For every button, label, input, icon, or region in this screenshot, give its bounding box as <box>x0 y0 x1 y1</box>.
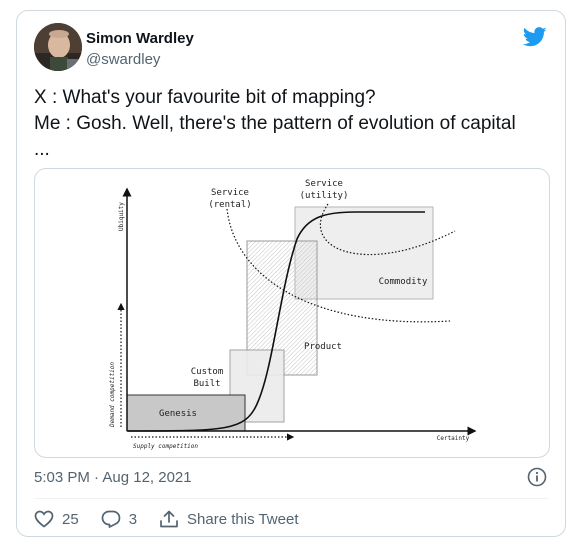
service-rental-label-2: (rental) <box>208 200 251 210</box>
info-icon[interactable] <box>527 467 547 487</box>
tweet-card: Simon Wardley @swardley X : What's your … <box>16 10 566 537</box>
y-axis-demand-label: Demand competition <box>109 362 116 428</box>
genesis-label: Genesis <box>159 409 197 419</box>
share-icon <box>160 510 178 528</box>
reply-icon <box>101 510 121 528</box>
share-label: Share this Tweet <box>187 510 299 528</box>
evolution-diagram: Service (rental) Service (utility) Commo… <box>109 179 477 450</box>
avatar[interactable] <box>34 23 82 71</box>
tweet-line: X : What's your favourite bit of mapping… <box>34 87 376 108</box>
commodity-label: Commodity <box>379 277 428 287</box>
author-handle[interactable]: @swardley <box>86 51 161 68</box>
x-axis-supply-label: Supply competition <box>133 443 198 450</box>
like-button[interactable]: 25 <box>34 510 79 528</box>
avatar-image <box>34 23 82 71</box>
commodity-box <box>294 206 434 300</box>
y-axis-ubiquity-label: Ubiquity <box>118 202 125 231</box>
custom-built-label-2: Built <box>193 379 220 389</box>
tweet-line: Me : Gosh. Well, there's the pattern of … <box>34 113 516 134</box>
utility-boundary-curve <box>319 203 456 256</box>
reply-button[interactable]: 3 <box>101 510 137 528</box>
evolution-curve <box>127 211 425 432</box>
author-name[interactable]: Simon Wardley <box>86 30 194 47</box>
tweet-actions: 25 3 Share this Tweet <box>34 508 320 530</box>
genesis-box <box>126 394 246 432</box>
x-axis-certainty-label: Certainty <box>437 435 470 442</box>
tweet-text: X : What's your favourite bit of mapping… <box>34 85 554 163</box>
reply-count: 3 <box>128 510 138 528</box>
like-count: 25 <box>62 510 79 528</box>
heart-icon <box>34 510 54 528</box>
product-label: Product <box>304 342 342 352</box>
tweet-media[interactable]: Service (rental) Service (utility) Commo… <box>34 168 550 458</box>
twitter-logo-icon[interactable] <box>523 27 547 47</box>
share-button[interactable]: Share this Tweet <box>159 510 298 528</box>
service-utility-label-2: (utility) <box>300 191 349 201</box>
custom-built-label-1: Custom <box>191 367 224 377</box>
tweet-timestamp[interactable]: 5:03 PM · Aug 12, 2021 <box>34 469 192 486</box>
service-rental-label-1: Service <box>211 188 249 198</box>
tweet-line: ... <box>34 139 50 160</box>
rental-boundary-curve <box>226 208 451 323</box>
divider <box>34 498 548 499</box>
service-utility-label-1: Service <box>305 179 343 189</box>
